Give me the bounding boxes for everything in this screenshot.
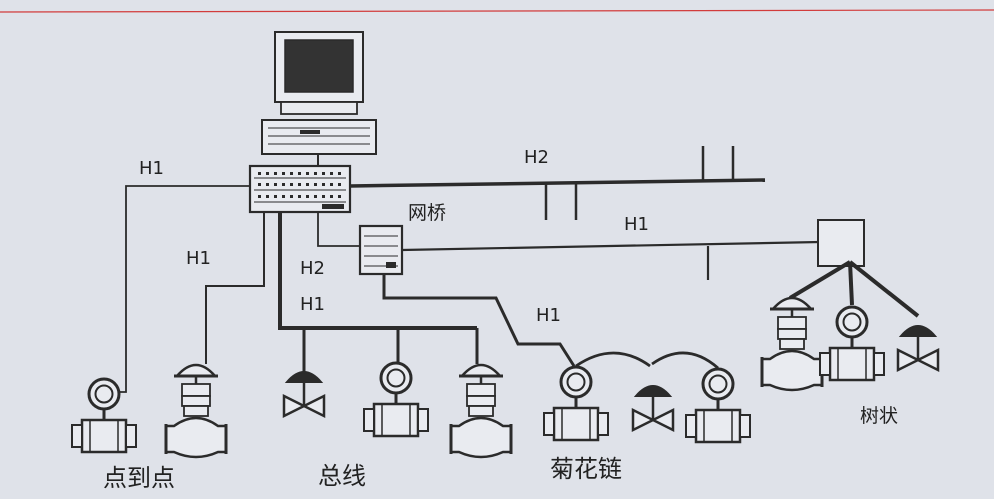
daisy-chain-label: 菊花链	[550, 455, 622, 483]
h1-valve-line	[205, 212, 265, 364]
bridge-label: 网桥	[408, 202, 446, 224]
h1-tree-trunk-line	[401, 240, 821, 280]
red-margin-line	[0, 9, 994, 13]
h1-label-valve: H1	[186, 248, 211, 269]
transmitter-icon	[684, 367, 752, 444]
h1-label-daisy-chain: H1	[536, 305, 561, 326]
h2-bridge-link	[317, 212, 360, 247]
bus-label: 总线	[318, 462, 366, 490]
point-to-point-line	[105, 185, 250, 393]
tree-branch-lines	[788, 260, 920, 318]
transmitter-icon	[818, 305, 886, 382]
h2-label-main-bus: H2	[524, 147, 549, 168]
control-valve-icon	[164, 363, 228, 459]
control-valve-icon	[760, 296, 824, 392]
bus-line	[278, 212, 479, 372]
diaphragm-valve-icon	[896, 324, 940, 372]
transmitter-icon	[362, 361, 430, 438]
diaphragm-valve-icon	[282, 370, 326, 418]
computer-icon	[261, 31, 377, 166]
daisy-chain-line	[382, 274, 719, 370]
diaphragm-valve-icon	[631, 384, 675, 432]
transmitter-icon	[542, 365, 610, 442]
h1-label-tree-trunk: H1	[624, 214, 649, 235]
junction-box-icon	[817, 219, 865, 267]
h1-label-bus: H1	[300, 294, 325, 315]
controller-rack-icon	[248, 164, 352, 214]
point-to-point-label: 点到点	[103, 464, 175, 492]
control-valve-icon	[449, 363, 513, 459]
tree-label: 树状	[860, 405, 898, 427]
h2-label-bridge-link: H2	[300, 258, 325, 279]
h1-label-left: H1	[139, 158, 164, 179]
h2-bus-line	[349, 146, 766, 220]
bridge-icon	[358, 224, 404, 276]
